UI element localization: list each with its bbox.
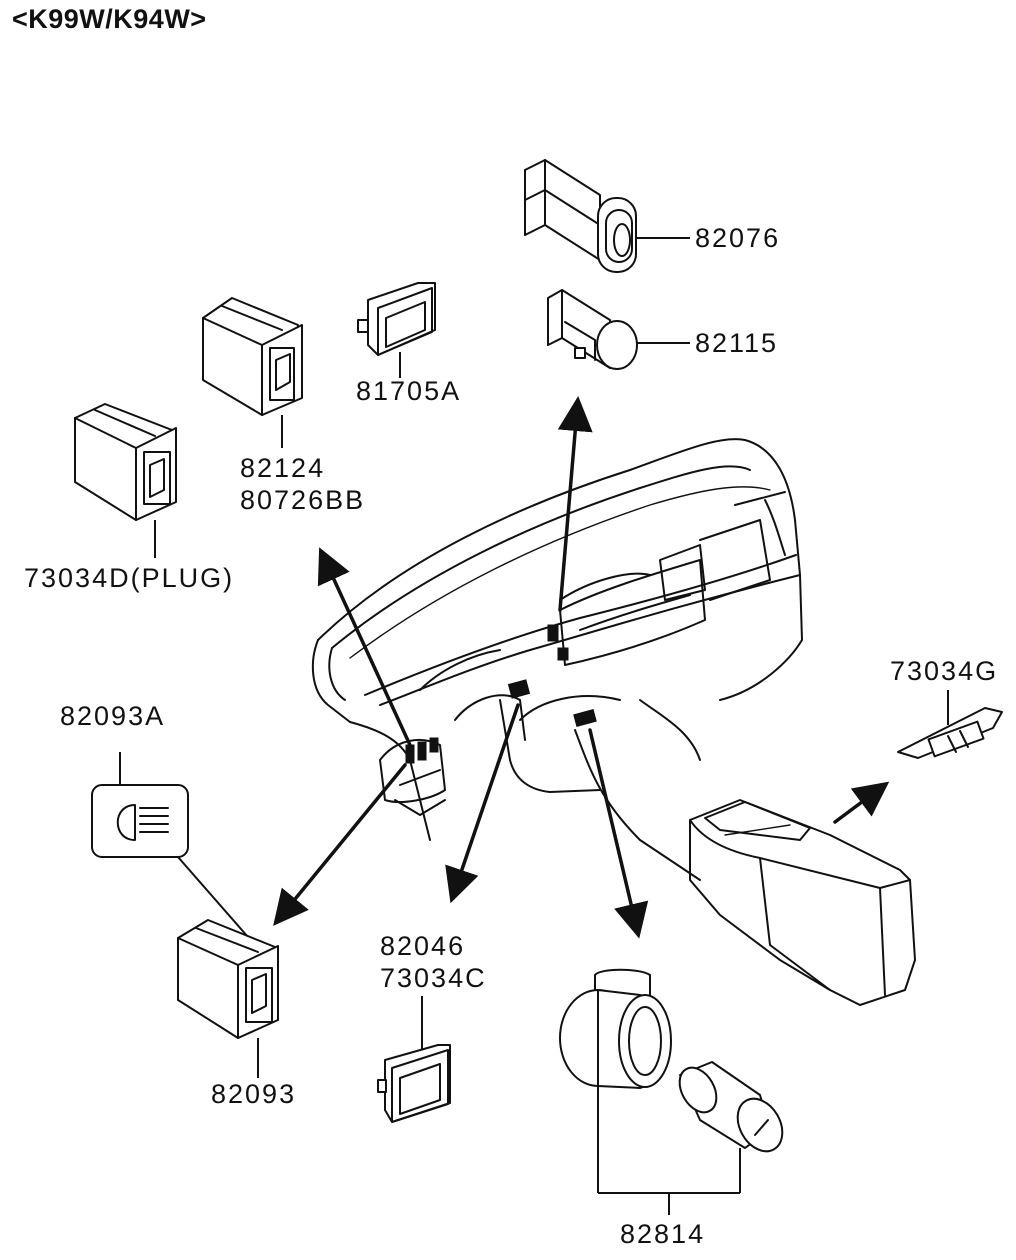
part-82093A-indicator bbox=[91, 752, 256, 946]
part-label-81705A: 81705A bbox=[356, 376, 462, 406]
leader-arrows bbox=[273, 396, 890, 939]
center-console bbox=[689, 799, 916, 1006]
part-label-73034G: 73034G bbox=[890, 656, 999, 686]
part-82076-switch bbox=[524, 159, 690, 273]
part-82093-switch bbox=[177, 919, 279, 1078]
part-82124-switch bbox=[202, 297, 303, 448]
part-label-82814: 82814 bbox=[620, 1219, 706, 1249]
dashboard-outline bbox=[311, 438, 803, 881]
part-label-82115: 82115 bbox=[695, 328, 779, 358]
part-73034D-plug bbox=[74, 403, 177, 558]
part-82814-lighter bbox=[559, 968, 784, 1215]
part-label-82124: 82124 bbox=[240, 453, 326, 483]
part-label-82046: 82046 bbox=[380, 931, 466, 961]
part-label-80726BB: 80726BB bbox=[240, 485, 366, 515]
part-label-82093A: 82093A bbox=[60, 701, 166, 731]
part-label-82076: 82076 bbox=[695, 223, 781, 253]
part-label-73034D: 73034D(PLUG) bbox=[24, 563, 235, 593]
part-82115-switch bbox=[547, 289, 690, 370]
part-73034G-cover bbox=[897, 690, 1003, 759]
part-82046-switch bbox=[377, 996, 451, 1123]
part-81705A-switch bbox=[357, 282, 436, 378]
part-label-82093: 82093 bbox=[211, 1079, 297, 1109]
part-label-73034C: 73034C bbox=[380, 963, 487, 993]
model-code-header: <K99W/K94W> bbox=[12, 4, 207, 34]
